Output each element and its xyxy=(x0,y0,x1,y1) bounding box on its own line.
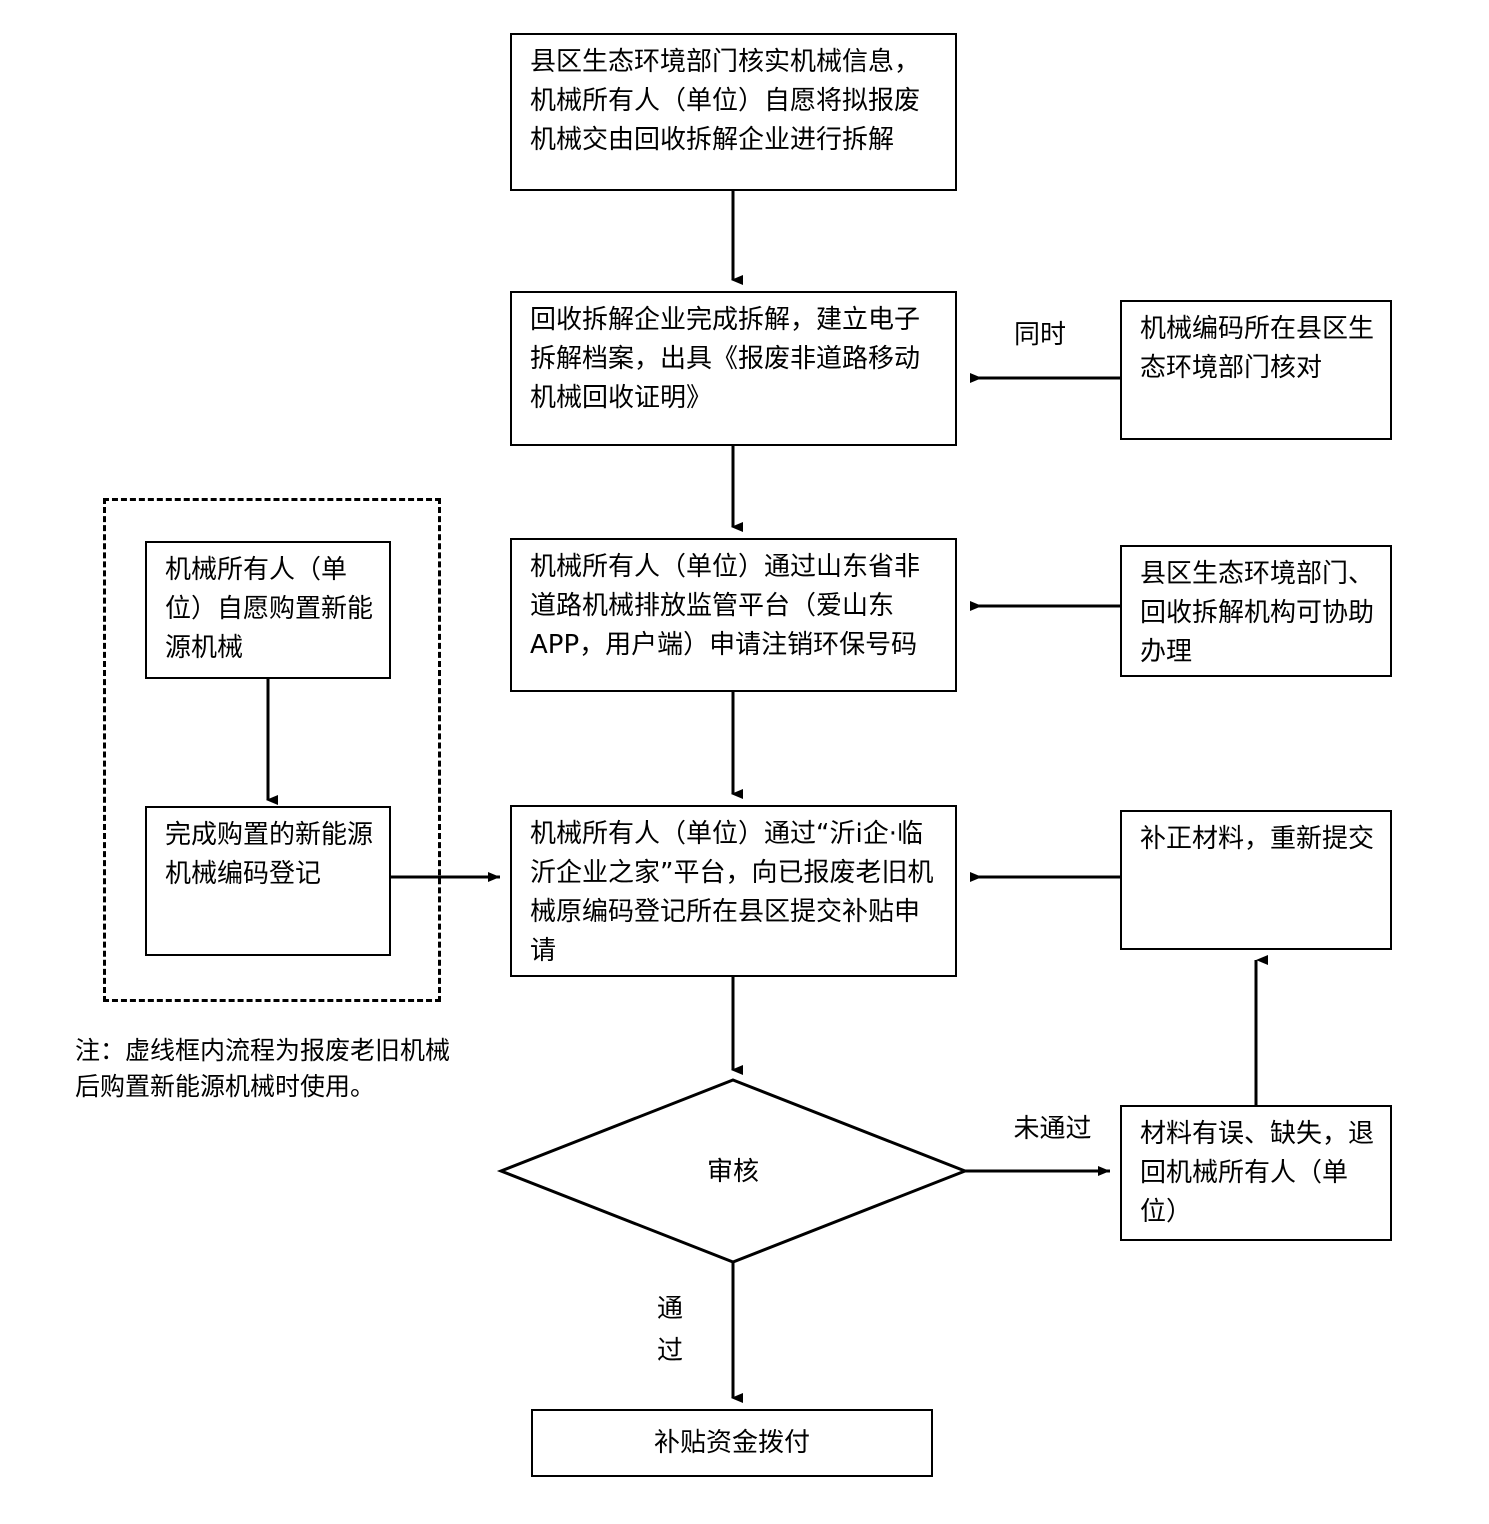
node-materials-error[interactable]: 材料有误、缺失，退回机械所有人（单位） xyxy=(1120,1105,1392,1241)
optional-process-group xyxy=(103,498,441,1002)
edge-label-not-passed: 未通过 xyxy=(1013,1114,1092,1144)
review-diamond-label: 审核 xyxy=(706,1157,759,1187)
node-register-new-code[interactable]: 完成购置的新能源机械编码登记 xyxy=(145,806,391,956)
node-submit-subsidy[interactable]: 机械所有人（单位）通过“沂i企·临沂企业之家”平台，向已报废老旧机械原编码登记所… xyxy=(510,805,957,977)
edge-label-passed: 通 过 xyxy=(656,1294,683,1366)
node-dismantle-complete[interactable]: 回收拆解企业完成拆解，建立电子拆解档案，出具《报废非道路移动机械回收证明》 xyxy=(510,291,957,446)
node-verify-machine[interactable]: 县区生态环境部门核实机械信息，机械所有人（单位）自愿将拟报废机械交由回收拆解企业… xyxy=(510,33,957,191)
node-assist-handle[interactable]: 县区生态环境部门、回收拆解机构可协助办理 xyxy=(1120,545,1392,677)
node-resubmit-materials[interactable]: 补正材料，重新提交 xyxy=(1120,810,1392,950)
edge-label-simultaneously: 同时 xyxy=(1013,320,1066,350)
node-subsidy-payout[interactable]: 补贴资金拨付 xyxy=(531,1409,933,1477)
node-voluntary-purchase[interactable]: 机械所有人（单位）自愿购置新能源机械 xyxy=(145,541,391,679)
diagram-note: 注：虚线框内流程为报废老旧机械后购置新能源机械时使用。 xyxy=(75,1036,451,1101)
node-county-check[interactable]: 机械编码所在县区生态环境部门核对 xyxy=(1120,300,1392,440)
node-cancel-code[interactable]: 机械所有人（单位）通过山东省非道路机械排放监管平台（爱山东APP，用户端）申请注… xyxy=(510,538,957,692)
